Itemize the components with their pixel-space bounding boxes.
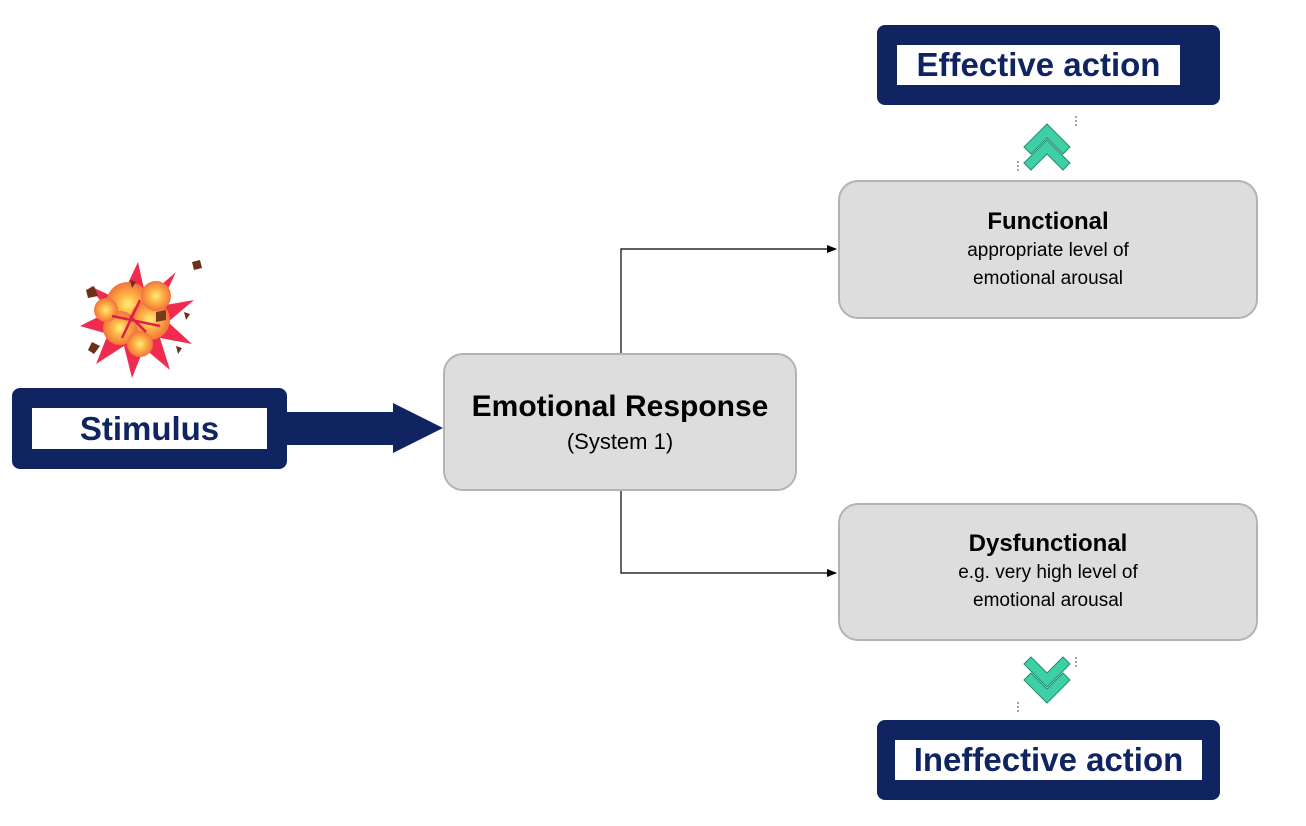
stimulus-label: Stimulus <box>32 408 267 449</box>
ineffective-action-label: Ineffective action <box>895 740 1202 780</box>
effective-action-box: Effective action <box>877 25 1220 105</box>
stimulus-arrow <box>286 403 443 453</box>
functional-line-2: emotional arousal <box>973 267 1123 289</box>
functional-title: Functional <box>987 207 1109 235</box>
double-chevron-up-icon <box>1017 116 1077 171</box>
dysfunctional-line-1: e.g. very high level of <box>958 562 1138 583</box>
emotional-response-subtitle: (System 1) <box>566 429 674 454</box>
emotional-response-box: Emotional Response (System 1) <box>443 353 797 491</box>
dysfunctional-line-2: emotional arousal <box>973 590 1123 611</box>
connector-to-functional <box>620 245 837 353</box>
ineffective-action-box: Ineffective action <box>877 720 1220 800</box>
effective-action-label: Effective action <box>897 45 1180 85</box>
dysfunctional-title: Dysfunctional <box>968 530 1128 557</box>
explosion-icon <box>80 260 202 378</box>
stimulus-box: Stimulus <box>12 388 287 469</box>
connector-to-dysfunctional <box>620 491 837 577</box>
dysfunctional-box: Dysfunctional e.g. very high level of em… <box>838 503 1258 641</box>
double-chevron-down-icon <box>1017 656 1077 712</box>
functional-line-1: appropriate level of <box>967 239 1129 261</box>
emotional-response-title: Emotional Response <box>471 390 769 423</box>
functional-box: Functional appropriate level of emotiona… <box>838 180 1258 319</box>
